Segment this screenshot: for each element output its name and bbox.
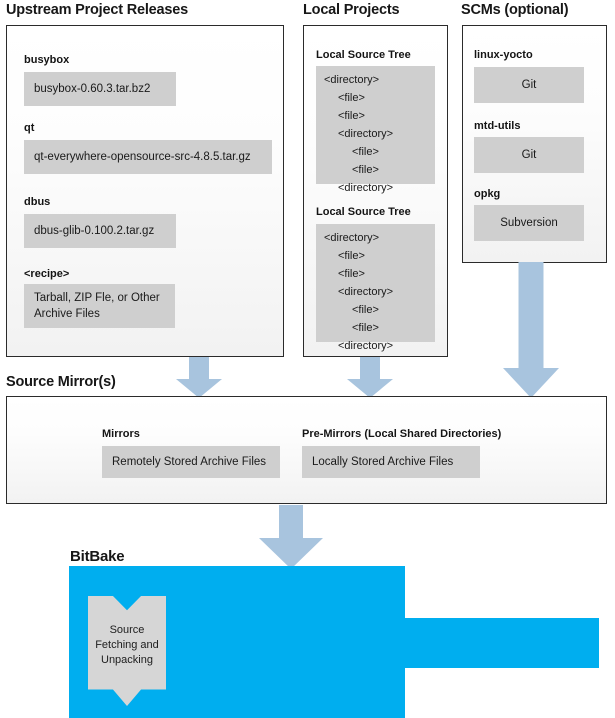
arrow-head: [503, 368, 559, 398]
tree-line: <directory>: [338, 286, 394, 298]
scm-item-value-mtd-utils: Git: [474, 137, 584, 173]
arrow-down-icon-mirrors-to-bitbake: [259, 505, 323, 569]
scm-item-label-opkg: opkg: [474, 188, 501, 200]
arrow-shaft: [279, 505, 303, 539]
arrow-head: [259, 538, 323, 569]
arrow-shaft: [360, 357, 380, 381]
tree-line: <file>: [352, 322, 379, 334]
arrow-down-icon-local-projects-to-mirrors: [347, 357, 393, 398]
upstream-item-value-qt: qt-everywhere-opensource-src-4.8.5.tar.g…: [24, 140, 272, 174]
recipe-value-line-2: Other Archive Files: [34, 292, 160, 320]
tree-line: <file>: [338, 110, 365, 122]
task-line-1: Source: [109, 623, 145, 636]
pre-mirrors-group-value: Locally Stored Archive Files: [302, 446, 480, 478]
source-fetching-and-unpacking-task: Source Fetching and Unpacking: [88, 596, 166, 706]
tree-line: <file>: [338, 250, 365, 262]
tree-line: <directory>: [338, 128, 394, 140]
arrow-down-icon-upstream-to-mirrors: [176, 357, 222, 398]
tree-line: <directory>: [324, 232, 380, 244]
scms-section-title: SCMs (optional): [461, 2, 569, 18]
scm-item-label-linux-yocto: linux-yocto: [474, 49, 533, 61]
mirrors-group-value: Remotely Stored Archive Files: [102, 446, 280, 478]
bitbake-section-title: BitBake: [70, 548, 125, 565]
upstream-item-label-qt: qt: [24, 122, 35, 134]
tree-line: <file>: [352, 146, 379, 158]
arrow-head: [176, 379, 222, 398]
tree-line: <directory>: [338, 182, 394, 194]
local-source-tree-2: <directory> <file> <file> <directory> <f…: [316, 224, 435, 352]
upstream-item-value-recipe: Tarball, ZIP Fle, or Other Archive Files: [24, 284, 175, 328]
arrow-shaft: [518, 262, 544, 370]
source-mirrors-section-title: Source Mirror(s): [6, 374, 116, 390]
arrow-head: [347, 379, 393, 398]
tree-line: <directory>: [324, 74, 380, 86]
recipe-value-line-1: Tarball, ZIP Fle, or: [34, 292, 128, 304]
task-line-2: Fetching and: [95, 638, 159, 651]
local-source-tree-1: <directory> <file> <file> <directory> <f…: [316, 66, 435, 194]
upstream-item-label-busybox: busybox: [24, 54, 70, 66]
upstream-item-value-dbus: dbus-glib-0.100.2.tar.gz: [24, 214, 176, 248]
tree-line: <directory>: [338, 340, 394, 352]
scm-item-label-mtd-utils: mtd-utils: [474, 120, 521, 132]
tree-line: <file>: [352, 304, 379, 316]
mirrors-group-label: Mirrors: [102, 428, 140, 440]
arrow-shaft: [189, 357, 209, 381]
local-projects-section-title: Local Projects: [303, 2, 400, 18]
local-source-tree-label-2: Local Source Tree: [316, 206, 411, 218]
scm-item-value-linux-yocto: Git: [474, 67, 584, 103]
arrow-down-icon-scms-to-mirrors: [503, 262, 559, 398]
upstream-item-value-busybox: busybox-0.60.3.tar.bz2: [24, 72, 176, 106]
pre-mirrors-group-label: Pre-Mirrors (Local Shared Directories): [302, 428, 502, 440]
scm-item-value-opkg: Subversion: [474, 205, 584, 241]
upstream-item-label-recipe: <recipe>: [24, 268, 70, 280]
upstream-item-label-dbus: dbus: [24, 196, 51, 208]
upstream-section-title: Upstream Project Releases: [6, 2, 188, 18]
tree-line: <file>: [338, 268, 365, 280]
local-source-tree-label-1: Local Source Tree: [316, 49, 411, 61]
tree-line: <file>: [338, 92, 365, 104]
tree-line: <file>: [352, 164, 379, 176]
task-line-3: Unpacking: [101, 653, 153, 666]
